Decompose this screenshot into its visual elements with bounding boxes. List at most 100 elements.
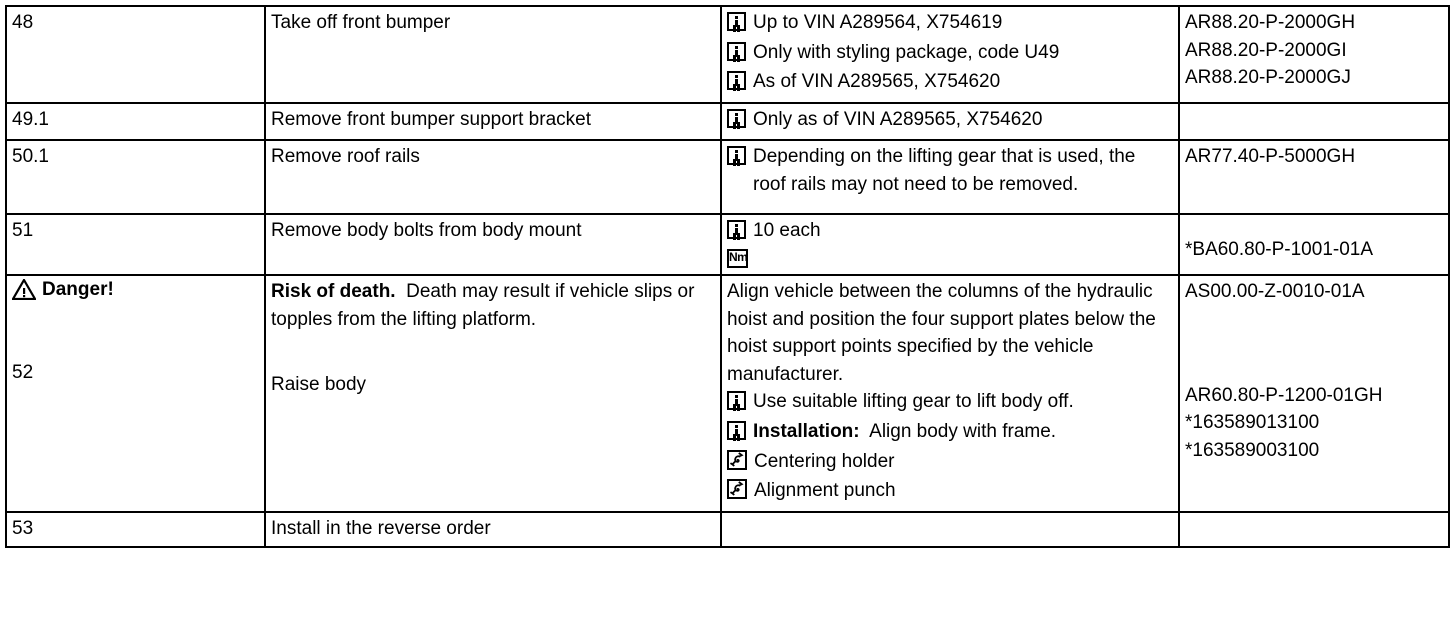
- table-row: 50.1 Remove roof rails Depending on the …: [5, 139, 1450, 215]
- danger-header: Danger!: [12, 278, 259, 302]
- step-number: 52: [12, 362, 34, 384]
- step-number: 49.1: [12, 108, 49, 130]
- task-cell: Remove body bolts from body mount: [264, 212, 722, 277]
- task-text: Raise body: [271, 374, 367, 396]
- note-text: Up to VIN A289564, X754619: [753, 12, 1003, 33]
- step-cell: 53: [5, 510, 266, 549]
- special-tool-icon: [727, 479, 747, 500]
- table-row: 53 Install in the reverse order: [5, 510, 1450, 549]
- task-text: Install in the reverse order: [271, 517, 491, 539]
- note-item: Nm: [727, 246, 1173, 269]
- info-icon: [727, 108, 746, 128]
- note-text: Centering holder: [754, 450, 895, 472]
- document-number: AS00.00-Z-0010-01A: [1185, 281, 1365, 303]
- warning-triangle-icon: [12, 279, 36, 301]
- note-text: Only with styling package, code U49: [753, 41, 1060, 63]
- spacer: [12, 56, 259, 75]
- torque-nm-icon: Nm: [727, 249, 748, 269]
- task-text: Remove body bolts from body mount: [271, 219, 582, 241]
- info-icon: [727, 146, 746, 166]
- note-item: Centering holder: [727, 448, 1173, 476]
- note-text: Depending on the lifting gear that is us…: [753, 146, 1136, 195]
- document-cell: [1178, 101, 1450, 142]
- task-cell: Take off front bumper: [264, 5, 722, 104]
- document-cell: AR88.20-P-2000GH AR88.20-P-2000GI AR88.2…: [1178, 5, 1450, 104]
- spacer: [12, 244, 259, 263]
- note-bold-lead: Installation:: [753, 421, 860, 443]
- info-icon: [727, 391, 746, 411]
- warning-body-text: Death may result if vehicle slips or top…: [271, 281, 695, 330]
- spacer: [12, 321, 259, 340]
- notes-cell: Align vehicle between the columns of the…: [720, 274, 1180, 513]
- note-item: Installation: Align body with frame.: [727, 418, 1173, 446]
- table-row: 49.1 Remove front bumper support bracket…: [5, 101, 1450, 142]
- procedure-sheet: 48 Take off front bumper Up to VIN A2895…: [0, 5, 1456, 641]
- step-number: 51: [12, 219, 34, 241]
- step-cell: 48: [5, 5, 266, 104]
- task-text: Remove roof rails: [271, 146, 420, 168]
- procedure-table: 48 Take off front bumper Up to VIN A2895…: [5, 5, 1450, 549]
- notes-cell: Up to VIN A289564, X754619 Only with sty…: [720, 5, 1180, 104]
- note-text: Use suitable lifting gear to lift body o…: [753, 391, 1074, 413]
- task-cell: Install in the reverse order: [264, 510, 722, 549]
- step-cell: Danger! 52: [5, 274, 266, 513]
- warning-text-block: Risk of death. Death may result if vehic…: [271, 278, 715, 333]
- spacer: [271, 333, 715, 352]
- spacer: [12, 340, 259, 359]
- info-icon: [727, 41, 746, 61]
- info-icon: [727, 219, 746, 239]
- note-text: 10 each: [753, 219, 821, 241]
- note-item: Use suitable lifting gear to lift body o…: [727, 388, 1173, 416]
- note-item: Depending on the lifting gear that is us…: [727, 143, 1173, 198]
- table-row: Danger! 52 Risk of death. Death may resu…: [5, 274, 1450, 513]
- spacer: [1185, 325, 1443, 344]
- spacer: [1185, 363, 1443, 382]
- task-cell: Remove roof rails: [264, 139, 722, 215]
- note-text: As of VIN A289565, X754620: [753, 71, 1001, 93]
- note-body-text: Align body with frame.: [869, 421, 1057, 443]
- document-cell: *BA60.80-P-1001-01A: [1178, 212, 1450, 277]
- task-text: Take off front bumper: [271, 12, 451, 33]
- document-number: AR88.20-P-2000GI: [1185, 39, 1347, 61]
- step-number: 50.1: [12, 146, 49, 168]
- info-icon: [727, 12, 746, 31]
- document-number: AR77.40-P-5000GH: [1185, 146, 1356, 168]
- table-row: 51 Remove body bolts from body mount 10 …: [5, 212, 1450, 277]
- special-tool-icon: [727, 449, 747, 470]
- spacer: [12, 171, 259, 190]
- document-number: *163589003100: [1185, 439, 1320, 461]
- info-icon: [727, 71, 746, 91]
- note-item: Only with styling package, code U49: [727, 39, 1173, 67]
- danger-label: Danger!: [42, 279, 114, 301]
- note-item: As of VIN A289565, X754620: [727, 68, 1173, 96]
- warning-bold-lead: Risk of death.: [271, 281, 396, 303]
- notes-cell: [720, 510, 1180, 549]
- step-number: 53: [12, 517, 34, 539]
- spacer: [1185, 344, 1443, 363]
- spacer: [271, 352, 715, 371]
- note-item: 10 each: [727, 217, 1173, 245]
- notes-cell: Depending on the lifting gear that is us…: [720, 139, 1180, 215]
- step-cell: 49.1: [5, 101, 266, 142]
- notes-cell: 10 each Nm: [720, 212, 1180, 277]
- spacer: [1185, 306, 1443, 325]
- document-number: AR88.20-P-2000GJ: [1185, 67, 1351, 89]
- note-item: Only as of VIN A289565, X754620: [727, 106, 1173, 134]
- document-cell: [1178, 510, 1450, 549]
- step-cell: 50.1: [5, 139, 266, 215]
- spacer: [12, 37, 259, 56]
- document-number: AR88.20-P-2000GH: [1185, 12, 1356, 33]
- document-number: *BA60.80-P-1001-01A: [1185, 238, 1374, 260]
- spacer: [12, 75, 259, 94]
- step-number: 48: [12, 12, 34, 33]
- document-number: AR60.80-P-1200-01GH: [1185, 384, 1383, 406]
- note-paragraph: Align vehicle between the columns of the…: [727, 281, 1156, 385]
- spacer: [12, 302, 259, 321]
- document-number: *163589013100: [1185, 412, 1320, 434]
- info-icon: [727, 421, 746, 441]
- notes-cell: Only as of VIN A289565, X754620: [720, 101, 1180, 142]
- note-text: Alignment punch: [754, 480, 896, 502]
- task-cell: Risk of death. Death may result if vehic…: [264, 274, 722, 513]
- document-cell: AR77.40-P-5000GH: [1178, 139, 1450, 215]
- note-item: Alignment punch: [727, 477, 1173, 505]
